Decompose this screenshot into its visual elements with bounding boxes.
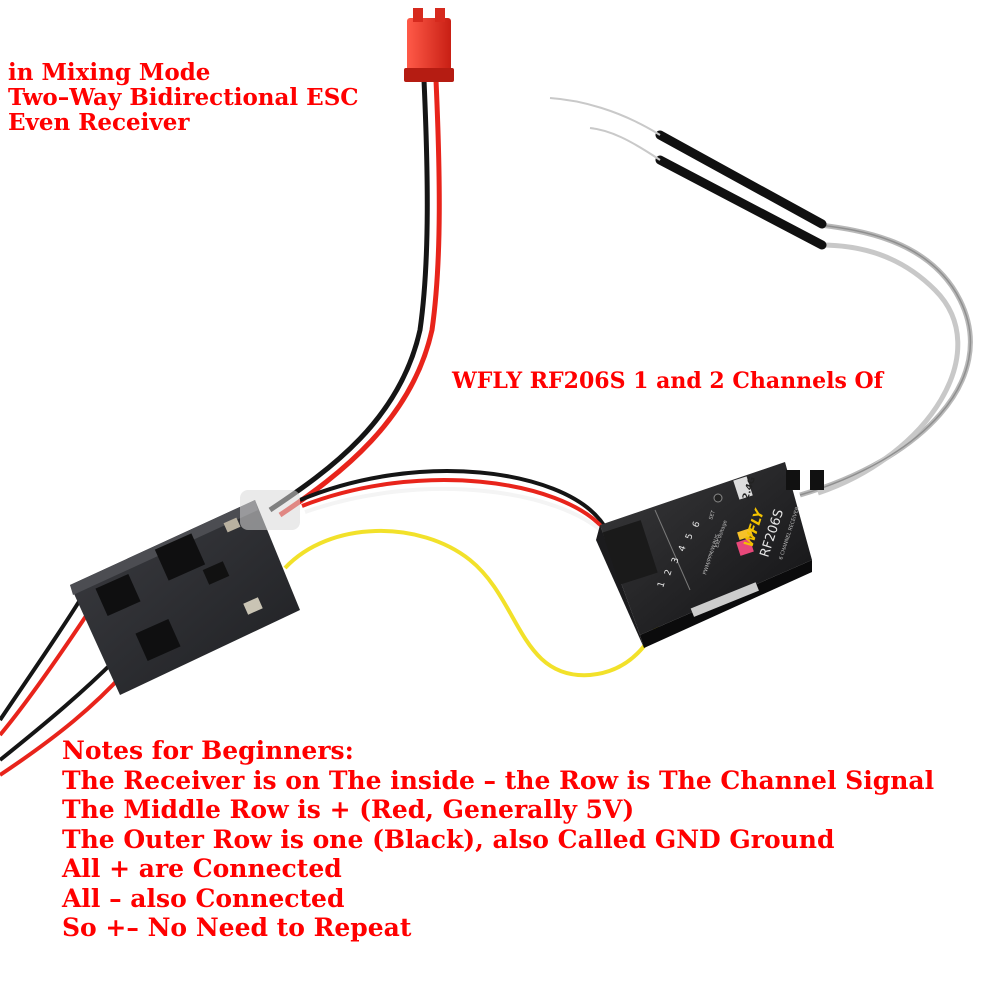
power-lead	[268, 79, 442, 518]
antenna-wires	[549, 97, 973, 498]
mode-line: in Mixing Mode	[8, 59, 211, 86]
mode-line: Even Receiver	[8, 109, 190, 136]
receiver-caption: WFLY RF206S 1 and 2 Channels Of	[452, 368, 884, 394]
mode-line: Two–Way Bidirectional ESC	[8, 84, 359, 111]
motor-leads	[0, 598, 127, 777]
notes-line: The Middle Row is + (Red, Generally 5V)	[62, 795, 635, 824]
servo-lead	[299, 469, 636, 581]
notes-heading: Notes for Beginners:	[62, 736, 354, 765]
esc-board	[70, 490, 300, 695]
notes-line: So +– No Need to Repeat	[62, 913, 412, 942]
notes-line: All – also Connected	[62, 883, 345, 913]
receiver-unit	[596, 462, 824, 648]
notes-line: All + are Connected	[62, 854, 342, 883]
notes-line: The Outer Row is one (Black), also Calle…	[62, 824, 835, 854]
jst-connector	[404, 8, 454, 82]
mode-caption: in Mixing Mode Two–Way Bidirectional ESC…	[8, 60, 359, 135]
beginner-notes: Notes for Beginners: The Receiver is on …	[62, 736, 934, 943]
notes-line: The Receiver is on The inside – the Row …	[62, 765, 935, 795]
